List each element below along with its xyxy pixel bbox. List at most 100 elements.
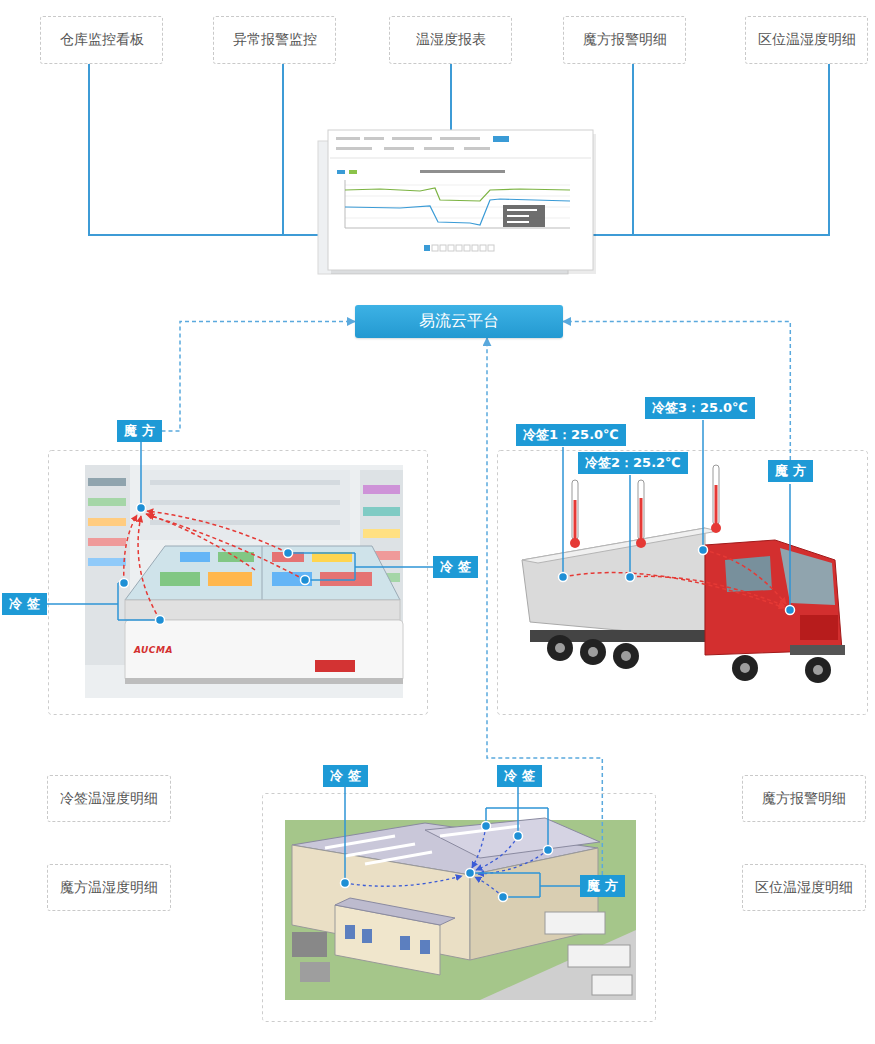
warehouse-scene-part	[425, 818, 600, 858]
menu-box: 魔方温湿度明细	[47, 864, 171, 911]
warehouse-scene-part	[345, 787, 580, 897]
truck-scene-part-part	[711, 523, 721, 533]
freezer-scene-part-part	[292, 552, 355, 554]
freezer-scene-part	[125, 678, 403, 684]
truck-scene-part	[563, 550, 786, 608]
screenshot-figure-part	[507, 209, 537, 211]
node-text: 冷 签	[9, 595, 40, 613]
menu-box: 冷签温湿度明细	[47, 775, 171, 822]
screenshot-figure-part	[456, 245, 462, 251]
truck-scene-part	[559, 546, 795, 615]
sensor-tag: 魔 方	[768, 460, 813, 482]
warehouse-scene-part-part	[400, 936, 410, 950]
sensor-tag: 冷签3：25.0℃	[645, 397, 755, 419]
freezer-scene-part-part	[137, 504, 146, 513]
truck-scene-part-part	[629, 475, 631, 573]
warehouse-scene-part	[263, 794, 656, 1022]
freezer-scene-part-part	[148, 515, 305, 580]
screenshot-figure-part	[345, 228, 570, 229]
truck-scene-part-part	[555, 643, 565, 653]
truck-scene-part-part	[570, 538, 580, 548]
screenshot-figure-part	[337, 170, 345, 174]
menu-box: 区位温湿度明细	[745, 16, 868, 64]
freezer-scene-part	[150, 500, 340, 505]
freezer-scene-part-part	[118, 619, 156, 621]
screenshot-figure-part	[448, 245, 454, 251]
warehouse-scene-part-part	[345, 876, 462, 886]
truck-scene-part-part	[580, 639, 606, 665]
truck-scene-part-part	[640, 498, 643, 540]
screenshot-figure-part	[420, 170, 505, 173]
sensor-tag: 冷 签	[433, 556, 478, 578]
screenshot-figure-part	[392, 137, 432, 140]
truck-scene	[498, 420, 868, 715]
warehouse-scene-part-part	[478, 850, 548, 874]
sensor-tag: 魔 方	[117, 420, 162, 442]
menu-box: 温湿度报表	[389, 16, 512, 64]
truck-scene-part-part	[789, 484, 791, 606]
truck-scene-part-part	[702, 420, 704, 546]
truck-scene-part-part	[786, 606, 795, 615]
freezer-scene-part-part	[140, 442, 142, 504]
truck-scene-part-part	[715, 485, 718, 525]
node-text: 魔 方	[587, 877, 618, 895]
screenshot-figure-part	[345, 185, 570, 186]
freezer-scene-part-part	[354, 553, 356, 580]
freezer-scene-part	[363, 485, 400, 494]
warehouse-scene-part-part	[517, 808, 519, 832]
truck-scene-part	[780, 548, 835, 605]
freezer-scene-part-part	[156, 616, 165, 625]
freezer-scene-part-part	[301, 576, 310, 585]
screenshot-figure-part	[432, 245, 438, 251]
screenshot-figure-part	[330, 158, 591, 159]
freezer-scene-part	[85, 465, 403, 698]
truck-scene-part-part	[626, 573, 635, 582]
truck-scene-part-part	[740, 663, 750, 673]
warehouse-scene-part-part	[499, 893, 508, 902]
truck-scene-part	[800, 615, 838, 640]
truck-scene-part-part	[732, 655, 758, 681]
warehouse-scene-part-part	[486, 807, 548, 809]
warehouse-scene-part	[345, 826, 548, 897]
node-text: 魔方报警明细	[762, 790, 846, 808]
data-flow-arrow	[162, 322, 356, 432]
screenshot-figure	[318, 130, 596, 274]
truck-scene-part-part	[562, 447, 564, 573]
freezer-scene-part	[120, 504, 310, 625]
warehouse-scene-part-part	[362, 929, 372, 943]
warehouse-scene-part-part	[482, 822, 491, 831]
warehouse-scene-part	[335, 898, 455, 925]
freezer-scene-part-part	[309, 579, 355, 581]
node-text: 冷签温湿度明细	[60, 790, 158, 808]
truck-scene-part	[547, 635, 831, 683]
warehouse-scene-part-part	[517, 787, 519, 808]
warehouse-scene-part-part	[341, 879, 350, 888]
truck-scene-part	[570, 465, 721, 548]
sensor-tag: 冷签1：25.0℃	[516, 424, 626, 446]
menu-box: 仓库监控看板	[40, 16, 163, 64]
warehouse-scene-part-part	[540, 885, 580, 887]
feeder-lines-part	[592, 64, 633, 235]
warehouse-scene-part	[292, 932, 327, 957]
warehouse-scene-part-part	[345, 844, 415, 856]
freezer-scene-part	[272, 572, 312, 586]
truck-scene-part-part	[588, 647, 598, 657]
warehouse-scene-part-part	[544, 846, 553, 855]
screenshot-figure-part	[472, 245, 478, 251]
truck-scene-part-part	[703, 550, 786, 604]
sensor-tag: 冷 签	[323, 765, 368, 787]
truck-scene-part-part	[805, 657, 831, 683]
screenshot-figure-part	[507, 221, 529, 223]
warehouse-scene-part	[300, 962, 330, 982]
truck-scene-part-part	[636, 538, 646, 548]
warehouse-scene-part-part	[547, 808, 549, 846]
screenshot-figure-part	[336, 137, 360, 140]
node-text: 区位温湿度明细	[755, 879, 853, 897]
feeder-lines-part	[450, 64, 452, 130]
warehouse-scene-part-part	[545, 912, 605, 934]
sensor-tag: 魔 方	[580, 875, 625, 897]
menu-box: 区位温湿度明细	[742, 864, 866, 911]
freezer-scene	[46, 442, 433, 715]
screenshot-figure-part	[493, 136, 509, 142]
